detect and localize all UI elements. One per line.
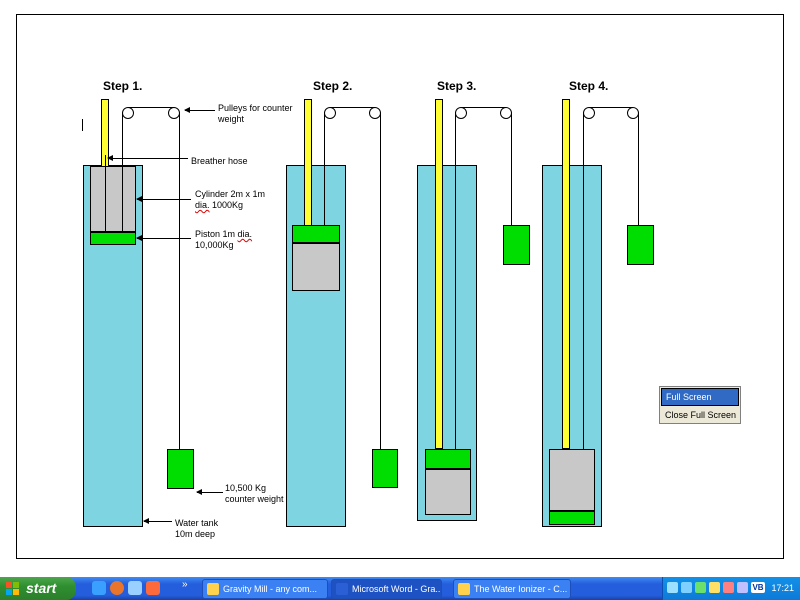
step-1-counter-weight	[167, 449, 194, 489]
step-3-rod	[435, 99, 443, 449]
tray-security-icon[interactable]	[709, 582, 720, 593]
tray-vb-icon[interactable]: VB	[751, 582, 765, 593]
media-player-icon[interactable]	[146, 581, 160, 595]
label-tank-line1: Water tank	[175, 518, 219, 528]
label-cylinder-line1: Cylinder 2m x 1m	[195, 189, 266, 199]
tray-volume-icon[interactable]	[681, 582, 692, 593]
search-icon[interactable]	[128, 581, 142, 595]
taskbar-button-gravity-mill[interactable]: Gravity Mill - any com...	[202, 579, 328, 599]
label-pulleys-line2: weight	[218, 114, 245, 124]
step-3-counter-weight	[503, 225, 530, 265]
step-4-rope-top	[589, 107, 633, 108]
label-piston-line1: Piston 1m	[195, 229, 238, 239]
step-3-title: Step 3.	[437, 79, 477, 93]
arrow-cylinder	[136, 196, 191, 202]
label-weight-line2: counter weight	[225, 494, 284, 504]
label-water-tank: Water tank 10m deep	[175, 518, 218, 540]
slide-canvas: Step 1. Pulleys for counter weight Breat…	[16, 14, 784, 559]
label-piston: Piston 1m dia. 10,000Kg	[195, 229, 252, 251]
label-cylinder-dia: dia.	[195, 200, 210, 210]
start-button[interactable]: start	[0, 577, 76, 600]
step-3-rope-down	[455, 113, 456, 449]
step-4-title: Step 4.	[569, 79, 609, 93]
step-2-rope-down	[324, 113, 325, 225]
step-1-pulley-left	[122, 107, 134, 119]
label-cylinder-weight: 1000Kg	[209, 200, 244, 210]
step-1-title: Step 1.	[103, 79, 143, 93]
step-4-rope-weight	[638, 113, 639, 225]
step-3-piston	[425, 449, 471, 469]
step-4-rod	[562, 99, 570, 449]
label-cylinder: Cylinder 2m x 1m dia. 1000Kg	[195, 189, 265, 211]
tray-antivirus-icon[interactable]	[723, 582, 734, 593]
step-2-title: Step 2.	[313, 79, 353, 93]
step-4-cylinder	[549, 449, 595, 511]
step-3-rope-weight	[511, 113, 512, 225]
windows-logo-icon	[6, 582, 19, 595]
step-1-rope-down	[122, 113, 123, 231]
browser-window-icon	[207, 583, 219, 595]
arrow-water-tank	[143, 518, 172, 524]
arrow-pulleys	[184, 107, 215, 113]
step-4-pulley-left	[583, 107, 595, 119]
label-counter-weight: 10,500 Kg counter weight	[225, 483, 284, 505]
step-4-piston	[549, 511, 595, 525]
step-3-cylinder	[425, 469, 471, 515]
step-1-piston	[90, 232, 136, 245]
step-4-counter-weight	[627, 225, 654, 265]
step-2-rope-weight	[380, 113, 381, 449]
arrow-breather	[107, 155, 188, 161]
label-piston-weight: 10,000Kg	[195, 240, 234, 250]
start-label: start	[26, 580, 57, 596]
step-1-cylinder	[90, 166, 136, 232]
full-screen-item[interactable]: Full Screen	[661, 388, 739, 406]
arrow-piston	[136, 235, 191, 241]
step-2-rope-top	[330, 107, 375, 108]
system-tray: VB 17:21	[662, 577, 800, 600]
tray-help-icon[interactable]	[667, 582, 678, 593]
step-2-water-tank	[286, 165, 346, 527]
taskbar-button-word[interactable]: Microsoft Word - Gra...	[331, 579, 442, 599]
label-pulleys: Pulleys for counter weight	[218, 103, 293, 125]
firefox-icon[interactable]	[110, 581, 124, 595]
step-2-rod	[304, 99, 312, 227]
word-icon	[336, 583, 348, 595]
taskbar: start » Gravity Mill - any com... Micros…	[0, 577, 800, 600]
taskbar-button-label: Microsoft Word - Gra...	[352, 584, 442, 594]
tray-display-icon[interactable]	[737, 582, 748, 593]
step-1-rope-top	[128, 107, 174, 108]
full-screen-toolbar: Full Screen Close Full Screen	[659, 386, 741, 424]
browser-window-icon	[458, 583, 470, 595]
label-breather-hose: Breather hose	[191, 156, 248, 166]
step-2-cylinder	[292, 243, 340, 291]
taskbar-button-water-ionizer[interactable]: The Water Ionizer - C...	[453, 579, 571, 599]
internet-explorer-icon[interactable]	[92, 581, 106, 595]
step-1-rope-weight	[179, 113, 180, 449]
step-3-pulley-left	[455, 107, 467, 119]
clock[interactable]: 17:21	[771, 583, 794, 593]
quick-launch-overflow[interactable]: »	[182, 579, 188, 590]
tray-network-icon[interactable]	[695, 582, 706, 593]
taskbar-button-label: Gravity Mill - any com...	[223, 584, 318, 594]
text-cursor	[82, 119, 83, 131]
label-pulleys-line1: Pulleys for counter	[218, 103, 293, 113]
step-2-piston	[292, 225, 340, 243]
arrow-counter-weight	[196, 489, 223, 495]
taskbar-button-label: The Water Ionizer - C...	[474, 584, 568, 594]
label-weight-line1: 10,500 Kg	[225, 483, 267, 493]
close-full-screen-item[interactable]: Close Full Screen	[665, 410, 737, 420]
step-3-rope-top	[461, 107, 506, 108]
step-2-pulley-left	[324, 107, 336, 119]
label-piston-dia: dia.	[237, 229, 253, 239]
step-4-rope-down	[583, 113, 584, 449]
step-1-breather-hose	[105, 155, 106, 231]
label-tank-line2: 10m deep	[175, 529, 216, 539]
step-2-counter-weight	[372, 449, 398, 488]
